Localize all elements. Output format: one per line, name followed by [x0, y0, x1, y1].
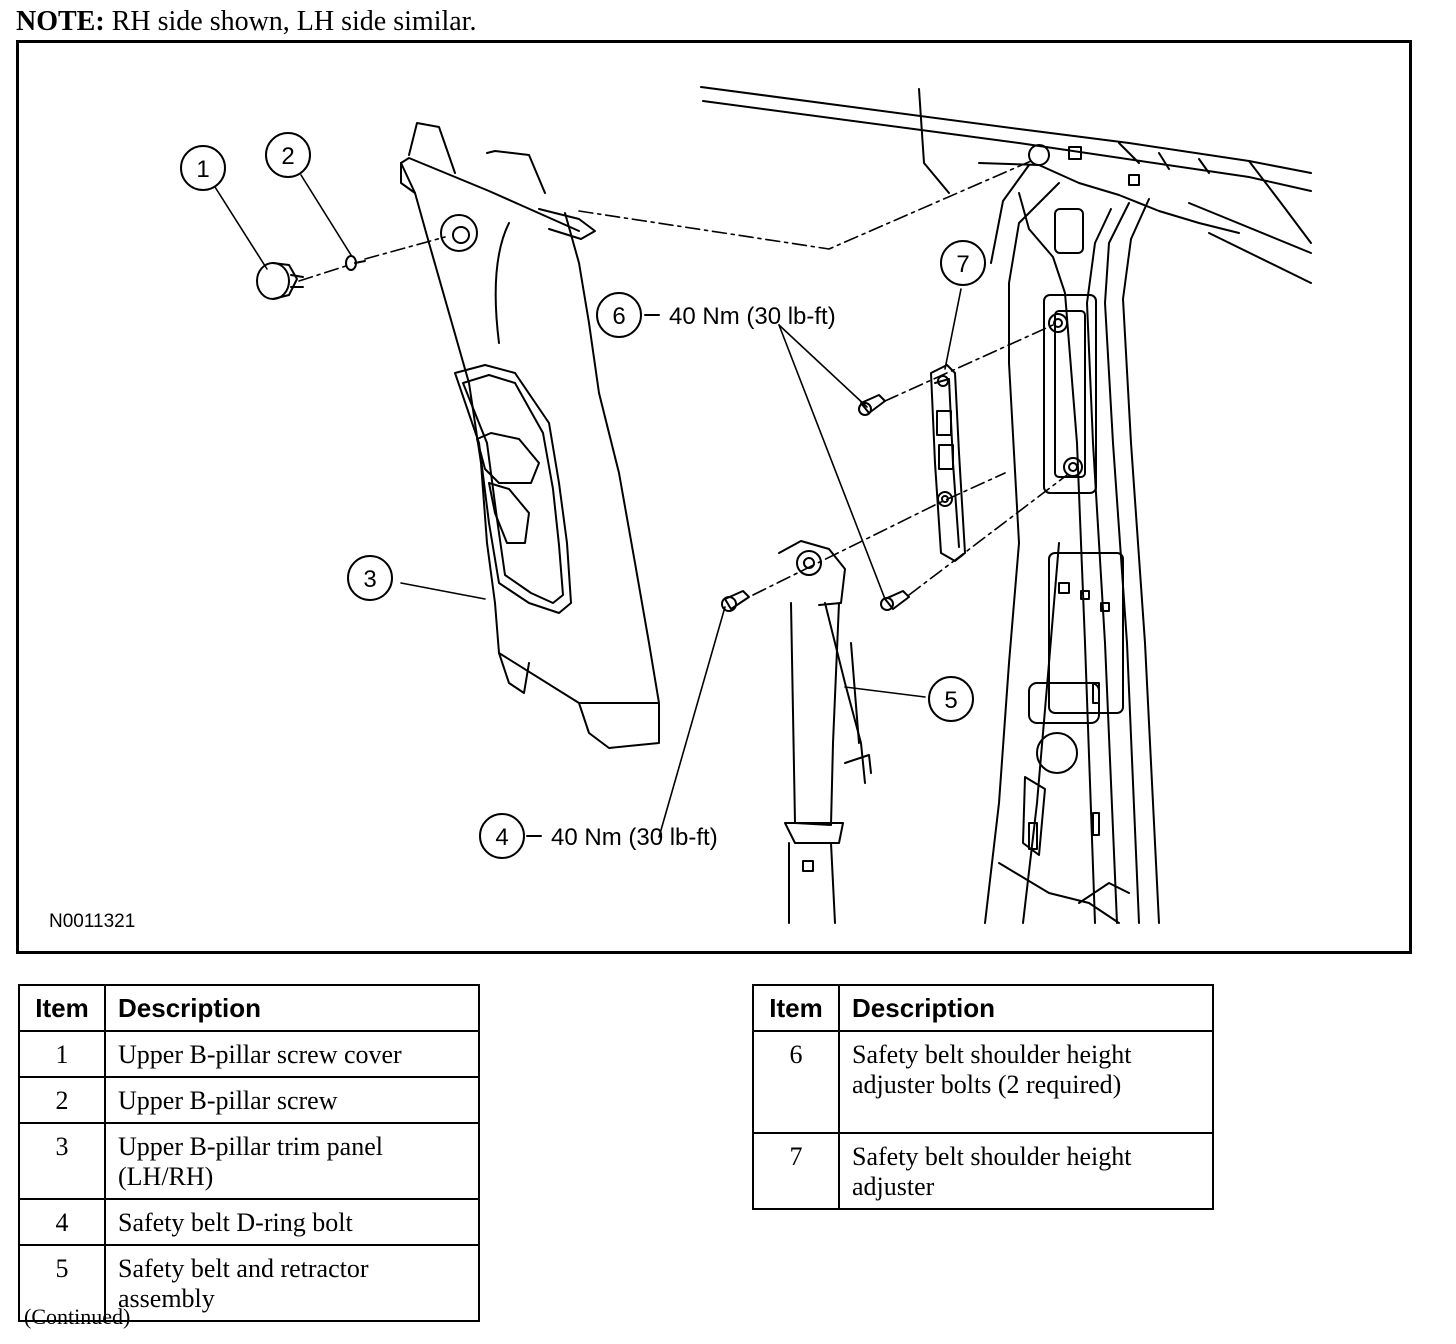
callout-4-number: 4 [495, 824, 508, 851]
callout-1: 1 [180, 145, 226, 191]
item-number: 4 [18, 1198, 106, 1246]
callout-3: 3 [347, 555, 393, 601]
callout-2: 2 [265, 132, 311, 178]
callout-7-number: 7 [956, 251, 969, 278]
figure-id: N0011321 [49, 911, 135, 932]
item-description: Upper B-pillar screw cover [104, 1030, 480, 1078]
callout-6: 6 40 Nm (30 lb-ft) [596, 292, 836, 338]
screw-cover-and-screw-shapes [256, 255, 366, 300]
item-description: Safety belt D-ring bolt [104, 1198, 480, 1246]
item-number: 3 [18, 1122, 106, 1200]
callout-7: 7 [940, 240, 986, 286]
callout-1-number: 1 [196, 156, 209, 183]
item-number: 7 [752, 1132, 840, 1210]
continued-note: (Continued) [24, 1304, 131, 1329]
item-description: Upper B-pillar trim panel(LH/RH) [104, 1122, 480, 1200]
callout-5-number: 5 [944, 687, 957, 714]
item-number: 2 [18, 1076, 106, 1124]
leader-lines [214, 174, 962, 838]
note-label: NOTE: [16, 6, 105, 37]
callout-6-torque-spec: 40 Nm (30 lb-ft) [669, 303, 836, 330]
exploded-view-figure: 1 2 3 4 40 Nm (30 lb-ft) 5 6 [16, 40, 1412, 954]
callout-6-number: 6 [612, 303, 625, 330]
table-header-row: Item Description [752, 984, 1214, 1032]
note-text: RH side shown, LH side similar. [111, 6, 477, 37]
table-row: 4 Safety belt D-ring bolt [18, 1198, 480, 1246]
table-row: 2 Upper B-pillar screw [18, 1076, 480, 1124]
callout-2-number: 2 [281, 143, 294, 170]
callout-5: 5 [928, 676, 974, 722]
seat-belt-shape [778, 540, 872, 924]
callout-3-number: 3 [363, 566, 376, 593]
callout-4: 4 40 Nm (30 lb-ft) [479, 813, 718, 859]
header-description: Description [104, 984, 480, 1032]
callout-4-torque-spec: 40 Nm (30 lb-ft) [551, 824, 718, 851]
b-pillar-illustration: 1 2 3 4 40 Nm (30 lb-ft) 5 6 [49, 86, 1312, 932]
table-row: 3 Upper B-pillar trim panel(LH/RH) [18, 1122, 480, 1200]
item-description: Upper B-pillar screw [104, 1076, 480, 1124]
header-item: Item [18, 984, 106, 1032]
assembly-lines [298, 160, 1068, 596]
vehicle-body-structure [700, 86, 1312, 924]
bolt-shapes [721, 394, 910, 612]
header-item: Item [752, 984, 840, 1032]
table-header-row: Item Description [18, 984, 480, 1032]
item-table-right: Item Description 6 Safety belt shoulder … [752, 984, 1214, 1210]
note-line: NOTE: RH side shown, LH side similar. [16, 6, 476, 38]
table-row: 1 Upper B-pillar screw cover [18, 1030, 480, 1078]
header-description: Description [838, 984, 1214, 1032]
item-number: 1 [18, 1030, 106, 1078]
item-number: 6 [752, 1030, 840, 1134]
height-adjuster-shape [930, 364, 966, 562]
trim-panel-shape [400, 122, 660, 749]
item-table-left: Item Description 1 Upper B-pillar screw … [18, 984, 480, 1322]
item-number: 5 [18, 1244, 106, 1322]
callout-markers: 1 2 3 4 40 Nm (30 lb-ft) 5 6 [180, 132, 986, 859]
